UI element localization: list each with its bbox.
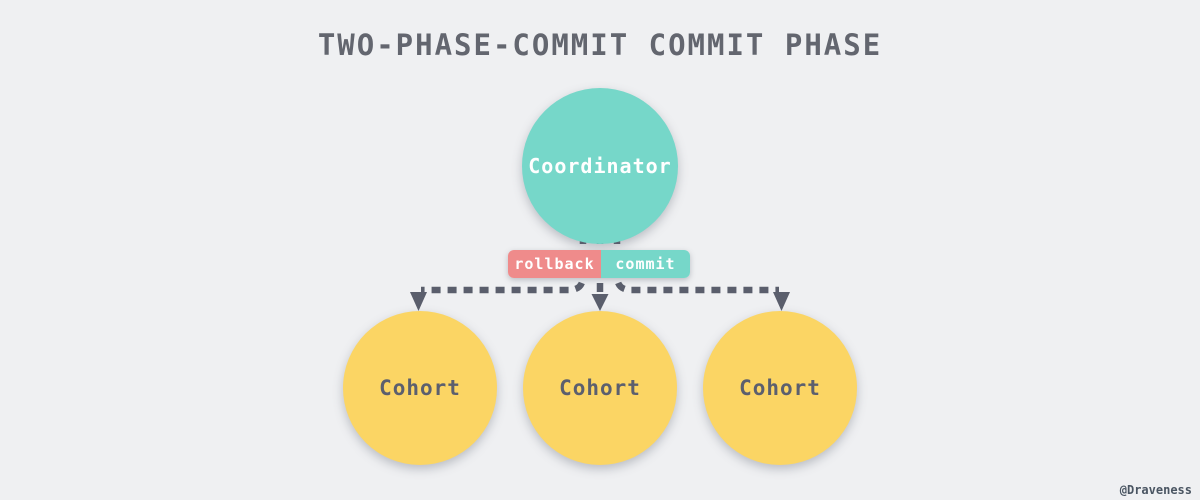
cohort-node-center: Cohort [523, 311, 677, 465]
arrowhead-right [773, 292, 790, 311]
cohort-label: Cohort [559, 376, 641, 400]
diagram-title: TWO-PHASE-COMMIT COMMIT PHASE [317, 28, 883, 62]
coordinator-node: Coordinator [522, 88, 678, 244]
arrowhead-left [410, 292, 427, 311]
cohort-label: Cohort [739, 376, 821, 400]
arrowhead-center [591, 294, 609, 311]
rollback-label: rollback [508, 250, 601, 278]
arrow-to-cohort-left [421, 235, 587, 294]
cohort-node-left: Cohort [343, 311, 497, 465]
cohort-label: Cohort [379, 376, 461, 400]
arrow-to-cohort-right [613, 235, 779, 294]
cohort-node-right: Cohort [703, 311, 857, 465]
commit-label: commit [601, 250, 690, 278]
author-watermark: @Draveness [1119, 483, 1192, 497]
edge-label-group: rollback commit [508, 250, 690, 278]
coordinator-label: Coordinator [528, 154, 672, 178]
